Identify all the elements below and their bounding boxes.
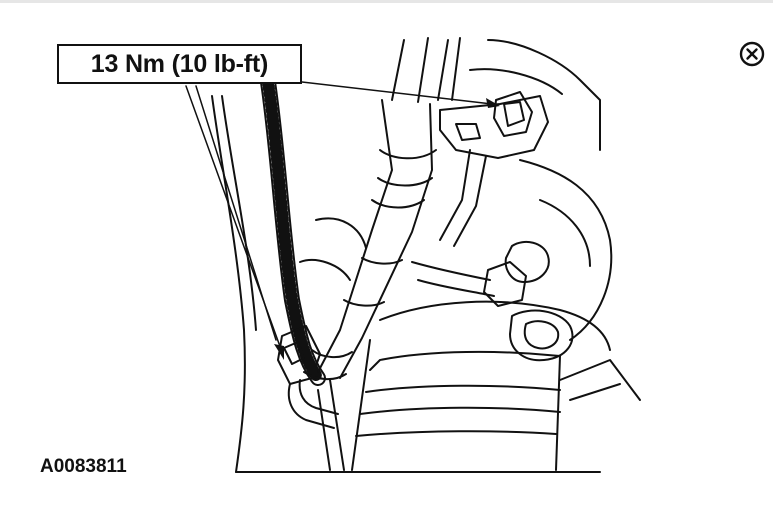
upper-housing [487, 39, 601, 151]
upper-bolt-head [493, 91, 533, 137]
pipe-top-left [391, 39, 405, 101]
compressor-left-side [351, 339, 371, 471]
upper-bolt-face [503, 101, 525, 127]
right-boss [504, 240, 550, 283]
hose-rib-1 [361, 257, 403, 265]
pipe-top-2-left [437, 39, 449, 101]
hose-collar-2 [377, 177, 433, 187]
hose-upper-left-edge [317, 99, 393, 373]
right-arm [411, 261, 491, 281]
compressor-top [379, 300, 611, 351]
leader-line-upper [301, 81, 493, 105]
pipe-top-right [417, 37, 429, 103]
drawing-outline-left-inner [221, 95, 257, 331]
upper-housing-inner [469, 68, 563, 95]
right-casting [519, 159, 613, 341]
pipe-top-2-right [451, 37, 461, 101]
leader-arrow-upper [486, 98, 500, 108]
torque-specification-label: 13 Nm (10 lb-ft) [57, 44, 302, 84]
middle-tube [329, 379, 345, 471]
hose-collar [379, 149, 437, 160]
compressor-eye-outer [509, 309, 574, 362]
middle-bracket [315, 217, 367, 249]
compressor-band-2 [365, 384, 561, 393]
compressor-right-side [555, 355, 561, 471]
upper-bracket-arm [439, 149, 471, 241]
lower-fitting [277, 325, 321, 385]
compressor-eye-inner [523, 320, 560, 350]
right-casting-inner [539, 199, 591, 267]
upper-bracket-arm-2 [453, 155, 487, 247]
hose-upper-right-edge [339, 103, 433, 379]
right-bracket [559, 359, 641, 401]
leader-arrow-lower [274, 344, 284, 360]
close-button[interactable] [738, 40, 766, 68]
figure-reference-number: A0083811 [40, 456, 127, 477]
top-divider [0, 0, 773, 3]
middle-tube-2 [317, 389, 331, 471]
compressor-band-1 [369, 350, 561, 371]
close-circle-icon [739, 41, 765, 67]
compressor-band-3 [359, 406, 561, 415]
hose-lower-collar [311, 349, 353, 358]
lower-pipe-2 [298, 379, 339, 415]
right-bracket-2 [569, 383, 621, 401]
leader-line-lower-2 [195, 85, 277, 341]
hose-rib-2 [343, 299, 385, 307]
hose-lower-collar-2 [303, 371, 347, 380]
wiring-harness-ribs [262, 76, 324, 384]
middle-bracket-2 [299, 259, 351, 281]
hose-collar-3 [371, 199, 425, 209]
compressor-band-4 [355, 430, 557, 437]
lower-pipe [287, 383, 335, 429]
right-boss-nut [483, 261, 527, 307]
lower-fitting-bolt [283, 341, 305, 365]
drawing-outline-left [211, 95, 246, 473]
upper-bracket [439, 95, 549, 159]
upper-bracket-tab [455, 123, 481, 141]
right-arm-2 [417, 279, 495, 297]
